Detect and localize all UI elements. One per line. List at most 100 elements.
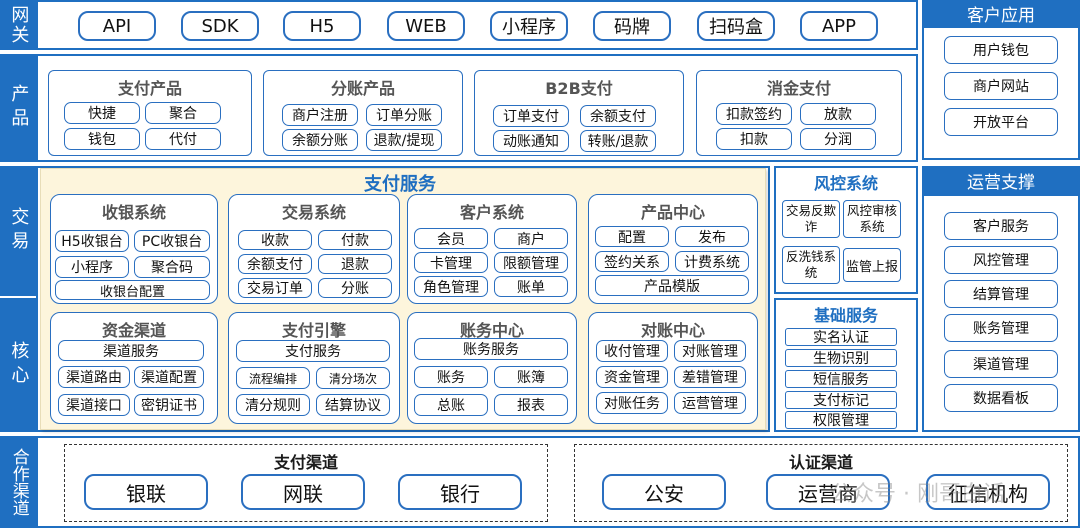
product-item-balance-split: 余额分账	[282, 129, 358, 151]
pay-engine-settle-agreement: 结算协议	[316, 394, 390, 416]
reconcile-center-title: 对账中心	[640, 321, 705, 340]
product-item-refund-withdraw: 退款/提现	[366, 129, 442, 151]
fund-channel-config: 渠道配置	[134, 366, 204, 388]
auth-channel-credit-bureau: 征信机构	[926, 474, 1050, 510]
base-sms: 短信服务	[785, 370, 897, 388]
trading-refund: 退款	[318, 254, 392, 274]
pay-channel-unionpay: 银联	[84, 474, 208, 510]
product-center-title: 产品中心	[640, 203, 705, 222]
gateway-item-api: API	[78, 11, 156, 41]
gateway-item-qrcode: 码牌	[593, 11, 671, 41]
partner-side-text: 合作渠道	[8, 448, 29, 516]
trading-pay: 付款	[318, 230, 392, 250]
pay-engine-clearing-session: 清分场次	[316, 367, 390, 389]
gateway-item-h5: H5	[283, 11, 361, 41]
account-center-service: 账务服务	[414, 338, 568, 360]
risk-regulatory-label: 监管上报	[845, 259, 898, 275]
watermark: 公众号 · 刚哥白话	[830, 482, 1005, 507]
product-item-balance-pay: 余额支付	[580, 105, 656, 127]
gateway-side-text: 网关	[8, 5, 30, 45]
product-side-label: 产品	[0, 54, 36, 162]
account-center-title: 账务中心	[459, 321, 524, 340]
trading-balance-pay: 余额支付	[238, 254, 312, 274]
product-side-text: 产品	[8, 84, 30, 132]
reconcile-task: 对账任务	[596, 392, 668, 414]
fund-channel-cert: 密钥证书	[134, 394, 204, 416]
product-item-merchant-register: 商户注册	[282, 104, 358, 126]
auth-channel-title: 认证渠道	[788, 453, 853, 472]
fund-channel-interface: 渠道接口	[58, 394, 130, 416]
pay-channel-netsunion: 网联	[241, 474, 365, 510]
product-item-change-notify: 动账通知	[493, 130, 569, 152]
auth-channel-carrier: 运营商	[766, 474, 890, 510]
ops-accounting-mgmt: 账务管理	[944, 314, 1058, 342]
ops-dashboard: 数据看板	[944, 384, 1058, 412]
customer-system-title: 客户系统	[459, 203, 524, 222]
pay-channel-title: 支付渠道	[273, 453, 338, 472]
payment-service-title: 支付服务	[364, 174, 436, 195]
base-title: 基础服务	[813, 306, 878, 325]
product-item-debit: 扣款	[716, 128, 792, 150]
customer-app-header: 客户应用	[922, 0, 1080, 26]
product-item-wallet: 钱包	[64, 128, 140, 150]
product-item-aggregate: 聚合	[145, 102, 221, 124]
account-center-ledger: 账簿	[494, 366, 568, 388]
trading-order: 交易订单	[238, 278, 312, 298]
trading-system-title: 交易系统	[281, 203, 346, 222]
gateway-side-label: 网关	[0, 0, 36, 50]
fund-channel-routing: 渠道路由	[58, 366, 130, 388]
product-center-config: 配置	[595, 226, 669, 247]
core-side-text: 核心	[8, 341, 30, 389]
cashier-pc: PC收银台	[134, 230, 210, 252]
product-item-profit-share: 分润	[800, 128, 876, 150]
risk-regulatory-report: 监管上报	[843, 248, 901, 282]
gateway-frame	[36, 0, 918, 50]
product-center-publish: 发布	[675, 226, 749, 247]
ops-settlement-mgmt: 结算管理	[944, 280, 1058, 308]
account-center-report: 报表	[494, 394, 568, 416]
customer-role-mgmt: 角色管理	[414, 276, 488, 297]
cashier-config: 收银台配置	[55, 280, 210, 300]
trading-split: 分账	[318, 278, 392, 298]
product-group-split-title: 分账产品	[330, 79, 395, 98]
cashier-system-title: 收银系统	[101, 203, 166, 222]
pay-channel-bank: 银行	[398, 474, 522, 510]
account-center-accounting: 账务	[414, 366, 488, 388]
pay-engine-title: 支付引擎	[281, 321, 346, 340]
product-item-quick: 快捷	[64, 102, 140, 124]
fund-channel-service: 渠道服务	[58, 340, 204, 361]
product-item-loan: 放款	[800, 103, 876, 125]
core-side-label: 核心	[0, 298, 36, 432]
reconcile-collect-pay: 收付管理	[596, 340, 668, 362]
cashier-aggregate-code: 聚合码	[134, 256, 210, 278]
customer-merchant: 商户	[494, 228, 568, 249]
customer-app-wallet: 用户钱包	[944, 36, 1058, 64]
gateway-item-web: WEB	[387, 11, 465, 41]
product-group-b2b-title: B2B支付	[545, 79, 613, 98]
trading-collect: 收款	[238, 230, 312, 250]
product-item-debit-contract: 扣款签约	[716, 103, 792, 125]
risk-review: 风控审核系统	[843, 200, 901, 238]
trade-side-label: 交易	[0, 166, 36, 296]
product-item-payout: 代付	[145, 128, 221, 150]
base-pay-token: 支付标记	[785, 391, 897, 409]
product-item-transfer-refund: 转账/退款	[580, 130, 656, 152]
ops-header: 运营支撑	[922, 166, 1080, 194]
reconcile-mgmt: 对账管理	[674, 340, 746, 362]
ops-customer-service: 客户服务	[944, 212, 1058, 240]
fund-channel-title: 资金渠道	[101, 321, 166, 340]
gateway-item-scanbox: 扫码盒	[697, 11, 775, 41]
pay-channel-group	[64, 444, 548, 522]
product-center-contract: 签约关系	[595, 251, 669, 272]
auth-channel-group	[574, 444, 1068, 522]
cashier-h5: H5收银台	[55, 230, 129, 252]
reconcile-ops-mgmt: 运营管理	[674, 392, 746, 414]
reconcile-error-mgmt: 差错管理	[674, 366, 746, 388]
product-item-order-pay: 订单支付	[493, 105, 569, 127]
reconcile-fund-mgmt: 资金管理	[596, 366, 668, 388]
risk-aml-label: 反洗钱系统	[785, 249, 836, 280]
pay-engine-clearing-rule: 清分规则	[236, 394, 310, 416]
auth-channel-police: 公安	[602, 474, 726, 510]
base-permission: 权限管理	[785, 411, 897, 429]
customer-limit-mgmt: 限额管理	[494, 252, 568, 273]
